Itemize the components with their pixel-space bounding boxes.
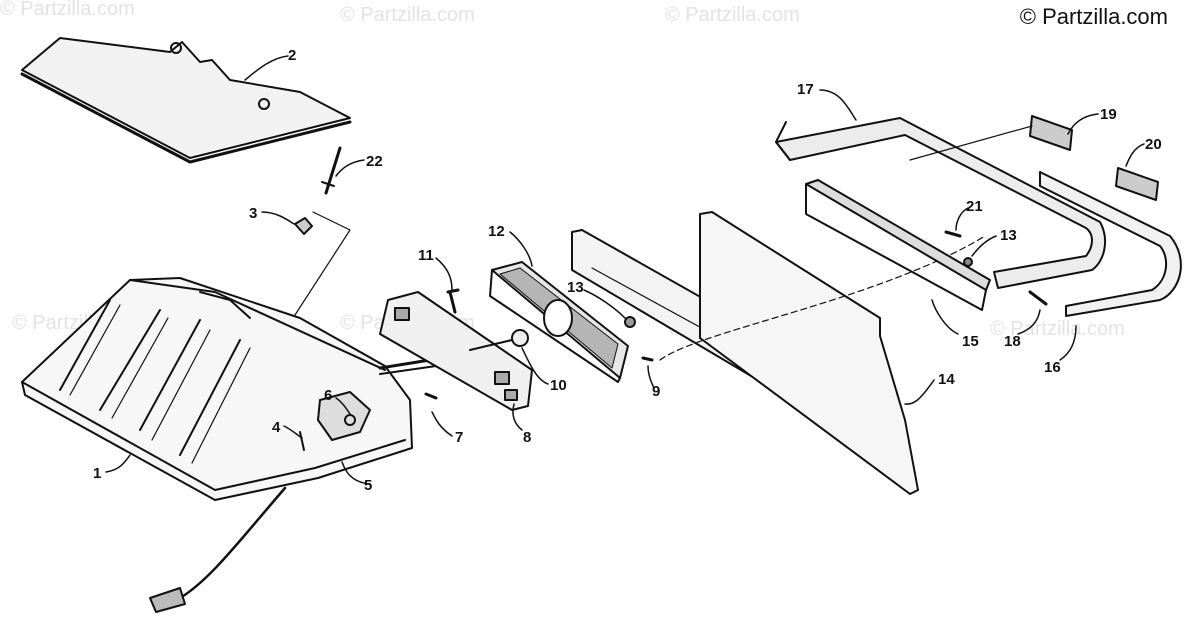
callout-2: 2 bbox=[288, 47, 297, 64]
assembly-line bbox=[909, 125, 1033, 161]
assembly-line bbox=[659, 235, 986, 361]
part-16-bumper bbox=[1039, 171, 1182, 317]
wire-harness bbox=[379, 365, 437, 375]
callout-20: 20 bbox=[1145, 136, 1162, 153]
watermark: © Partzilla.com bbox=[340, 4, 475, 26]
callout-1: 1 bbox=[93, 465, 102, 482]
callout-6: 6 bbox=[324, 387, 333, 404]
part-8-lamp-base bbox=[379, 291, 533, 411]
callout-10: 10 bbox=[550, 377, 567, 394]
watermark: © Partzilla.com bbox=[665, 4, 800, 26]
part-1-housing bbox=[21, 277, 413, 613]
part-21-bolt bbox=[944, 230, 962, 238]
callout-7: 7 bbox=[455, 429, 464, 446]
part-9-screw bbox=[641, 356, 654, 362]
callout-15: 15 bbox=[962, 333, 979, 350]
part-3-nut bbox=[294, 217, 313, 235]
part-10-bulb bbox=[469, 329, 529, 351]
part-15-mounting-strip bbox=[805, 179, 991, 311]
watermark: © Partzilla.com bbox=[0, 0, 135, 20]
callout-9: 9 bbox=[652, 383, 661, 400]
callout-16: 16 bbox=[1044, 359, 1061, 376]
part-13-nut bbox=[624, 316, 636, 328]
part-20-decal bbox=[1115, 167, 1159, 201]
part-22-bolt bbox=[321, 146, 342, 195]
callout-14: 14 bbox=[938, 371, 955, 388]
part-2-cover-plate bbox=[20, 37, 352, 164]
callout-11: 11 bbox=[418, 247, 434, 264]
part-19-decal bbox=[1029, 115, 1073, 151]
wire-harness bbox=[378, 358, 432, 370]
callout-12: 12 bbox=[488, 223, 505, 240]
callout-13: 13 bbox=[1000, 227, 1017, 244]
callout-5: 5 bbox=[364, 477, 373, 494]
callout-4: 4 bbox=[272, 419, 281, 436]
callout-22: 22 bbox=[366, 153, 383, 170]
callout-17: 17 bbox=[797, 81, 814, 98]
part-18-screw bbox=[1028, 290, 1048, 306]
callout-8: 8 bbox=[523, 429, 532, 446]
callout-18: 18 bbox=[1004, 333, 1021, 350]
watermark: © Partzilla.com bbox=[990, 318, 1125, 340]
part-11-pin bbox=[446, 288, 460, 314]
callout-13: 13 bbox=[567, 279, 584, 296]
part-12-lens bbox=[489, 261, 629, 383]
callout-21: 21 bbox=[966, 198, 983, 215]
part-13-nut bbox=[963, 257, 973, 267]
callout-19: 19 bbox=[1100, 106, 1117, 123]
part-7-screw bbox=[424, 392, 438, 400]
assembly-line bbox=[294, 211, 351, 316]
copyright-notice: © Partzilla.com bbox=[1019, 4, 1168, 29]
part-14-flap bbox=[699, 211, 919, 495]
callout-3: 3 bbox=[249, 205, 258, 222]
